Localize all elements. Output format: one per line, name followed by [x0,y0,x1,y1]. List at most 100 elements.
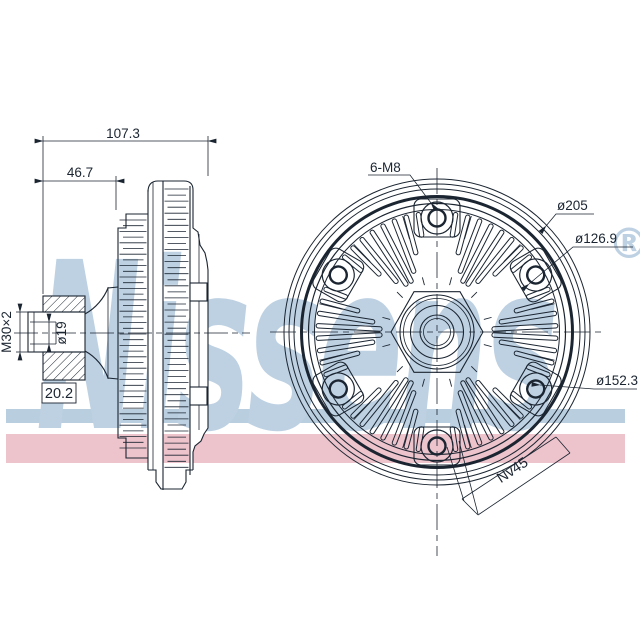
hub-tick-line [449,378,453,387]
bolt-pad [509,361,562,417]
flange-clip-lower [189,386,208,406]
pad-edge-line [531,303,555,310]
fin-slot-outline [491,323,559,332]
hub-tick-line [421,277,425,286]
fin-slot-outline [315,323,383,332]
cooling-fin-slot [316,339,376,354]
hub-tick [421,378,425,387]
cooling-fin-slot [491,323,559,332]
pad-edge-line [353,243,371,262]
spec-box-tick-1 [461,498,479,516]
bore-lines [30,321,57,345]
hub-tick-line [396,291,404,299]
spec-ext-line-1 [446,446,465,502]
cooling-fin-slot [319,350,361,366]
hub-tick-line [382,316,391,320]
bolt-pad [413,198,461,238]
cooling-fin-slot [316,310,376,325]
fin-slot-outline [391,390,417,446]
hub-tick [449,378,453,387]
bolt-pad [312,247,365,303]
pad-edge-line [402,215,410,240]
hub-tick-line [382,344,391,348]
dim-total-width-label: 107.3 [106,126,140,141]
fin-slot-outline [316,310,376,325]
fin-slot-outline [492,245,524,277]
spec-ext-line-2 [458,440,479,515]
fin-slot-outline [316,339,376,354]
bolt-hole [526,379,546,399]
rear-fin-ribs [119,219,147,449]
cooling-fin-slot [475,379,515,428]
cooling-fin-slot [465,377,505,435]
dia-bolt-circle-label: ø152.3 [596,373,638,388]
bolt-boss [509,361,562,417]
fin-slot-outline [403,214,419,256]
fin-slot-outline [315,332,383,341]
fin-slot-outline [513,350,555,366]
fin-slot-outline [475,236,515,285]
pad-edge-line [353,402,371,421]
cooling-fin-slot [315,323,383,332]
hub-tick-line [396,365,404,373]
bolt-hole [526,265,546,285]
cooling-fin-slot [391,390,417,446]
hub-bore-outer [419,314,455,350]
fin-slot-outline [465,377,505,435]
main-body-ribs [164,188,189,468]
hub-tick [396,365,404,373]
pad-edge-line [531,354,555,361]
fin-slot-outline [465,229,505,287]
bolt-boss [312,247,365,303]
dim-hub-length-label: 20.2 [45,386,73,402]
side-shaft-fill [28,312,85,352]
cooling-fin-slot [369,377,409,435]
fin-slot-outline [457,218,483,274]
bolt-hole-boss [321,258,355,292]
fin-slot-outline [455,408,471,450]
fin-slot-outline [498,339,558,354]
hub-hexagon [390,291,484,373]
fin-slot-outline [391,218,417,274]
cooling-fin-slot [350,387,382,419]
cooling-fin-slot [460,380,494,441]
cooling-fin-slot [319,298,361,314]
cooling-fin-slot [359,236,399,285]
bolt-hole-boss [519,372,553,406]
cooling-fin-slot [455,408,471,450]
bolt-hole-boss [420,201,454,235]
fin-slot-outline [359,379,399,428]
cooling-fin-slot [465,229,505,287]
pad-edge-line [319,303,343,310]
thread-stub-outline [27,311,86,353]
fin-slot-outline [350,387,382,419]
fin-slot-outline [369,229,409,287]
dim-thread-label: M30×2 [0,311,14,353]
cooling-fin-slot [403,214,419,256]
watermark-registered-icon: ® [608,219,640,268]
pad-edge-line [464,424,472,449]
fin-slot-outline [359,236,399,285]
cooling-fin-slot [492,245,524,277]
flange-clip-upper [189,282,208,302]
hub-tick [421,277,425,286]
pad-edge-line [402,424,410,449]
fin-slot-outline [457,390,483,446]
fin-slot-outline [460,223,494,284]
cooling-fin-slot [460,223,494,284]
dia-outer-label: ø205 [557,198,588,213]
fin-slot-outline [498,310,558,325]
hub-tick [470,365,478,373]
cooling-fin-slot [359,379,399,428]
hub-tick [382,316,391,320]
rim-ring [300,195,574,469]
bolt-hole [328,379,348,399]
cooling-fin-slot [513,298,555,314]
fin-slot-outline [460,380,494,441]
rim-ring [283,178,591,486]
hub-tick-line [421,378,425,387]
fin-slot-outline [475,379,515,428]
cooling-fin-slot [513,350,555,366]
fin-slot-outline [369,377,409,435]
fin-slot-outline [455,214,471,256]
